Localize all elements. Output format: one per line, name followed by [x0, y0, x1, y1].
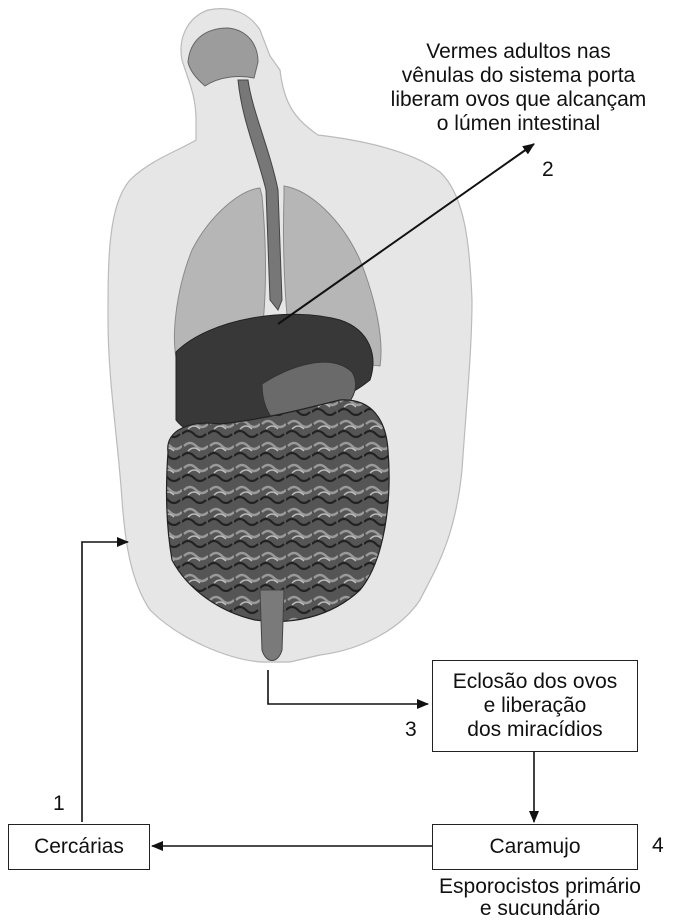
eclosao-line: Eclosão dos ovos — [453, 670, 618, 694]
rectum-shape — [260, 590, 284, 661]
sporocysts-note: Esporocistos primário e sucundário — [415, 876, 665, 920]
step-number-4: 4 — [652, 834, 664, 858]
arrow-icon — [82, 542, 128, 822]
adult-worms-label: Vermes adultos nas vênulas do sistema po… — [360, 40, 677, 136]
intestines-shape — [167, 400, 390, 622]
cercarias-label: Cercárias — [34, 835, 124, 859]
cercarias-box: Cercárias — [8, 824, 150, 870]
step-number-3: 3 — [405, 718, 417, 742]
step-number-1: 1 — [53, 792, 65, 816]
caramujo-box: Caramujo — [432, 824, 638, 870]
step-number-2: 2 — [542, 158, 554, 182]
eclosao-line: e liberação — [484, 694, 587, 718]
caramujo-label: Caramujo — [489, 835, 580, 859]
eclosao-line: dos miracídios — [467, 718, 602, 742]
eclosao-box: Eclosão dos ovos e liberação dos miracíd… — [432, 660, 638, 752]
arrow-icon — [268, 670, 428, 704]
